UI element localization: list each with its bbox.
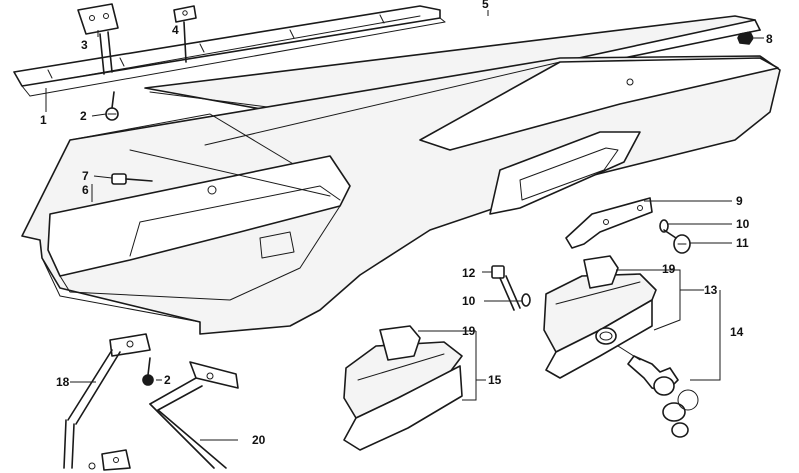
clip-part bbox=[173, 5, 197, 63]
support-arm-part bbox=[63, 333, 151, 469]
callout-2-lower: 2 bbox=[164, 373, 171, 387]
screw-part-lower bbox=[142, 357, 154, 386]
callout-7: 7 bbox=[82, 169, 89, 183]
lock-assembly-part-lower bbox=[343, 325, 463, 451]
callout-19-right: 19 bbox=[662, 262, 676, 276]
key-part bbox=[617, 345, 699, 438]
striker-plate-part bbox=[565, 197, 653, 249]
callout-18: 18 bbox=[56, 375, 70, 389]
callout-3: 3 bbox=[81, 38, 88, 52]
callout-14: 14 bbox=[730, 325, 744, 339]
callout-2-upper: 2 bbox=[80, 109, 87, 123]
callout-4: 4 bbox=[172, 23, 179, 37]
bolt-part bbox=[491, 265, 521, 311]
callout-10-upper: 10 bbox=[736, 217, 750, 231]
stay-bracket-part bbox=[149, 361, 239, 469]
washer-part-upper bbox=[659, 219, 669, 233]
small-hinge-part bbox=[88, 449, 131, 471]
callout-12: 12 bbox=[462, 266, 476, 280]
callout-6: 6 bbox=[82, 183, 89, 197]
rivet-part bbox=[111, 173, 153, 185]
screw-part-upper bbox=[105, 91, 119, 121]
callouts: 1 2 2 3 4 5 6 7 8 9 10 10 11 12 13 14 15… bbox=[40, 0, 773, 447]
callout-15: 15 bbox=[488, 373, 502, 387]
callout-13: 13 bbox=[704, 283, 718, 297]
callout-19-left: 19 bbox=[462, 324, 476, 338]
leader-lines bbox=[45, 10, 764, 441]
lock-assembly-part bbox=[543, 255, 657, 379]
screw-part-11 bbox=[663, 229, 691, 254]
callout-11: 11 bbox=[736, 236, 749, 250]
glovebox-body-part bbox=[21, 55, 781, 335]
callout-9: 9 bbox=[736, 194, 743, 208]
callout-8: 8 bbox=[766, 32, 773, 46]
hinge-strip-part bbox=[13, 5, 446, 97]
callout-10-lower: 10 bbox=[462, 294, 476, 308]
washer-part-lower bbox=[521, 293, 531, 307]
hinge-bracket-part bbox=[77, 3, 119, 75]
callout-5: 5 bbox=[482, 0, 489, 11]
callout-20: 20 bbox=[252, 433, 266, 447]
callout-1: 1 bbox=[40, 113, 47, 127]
